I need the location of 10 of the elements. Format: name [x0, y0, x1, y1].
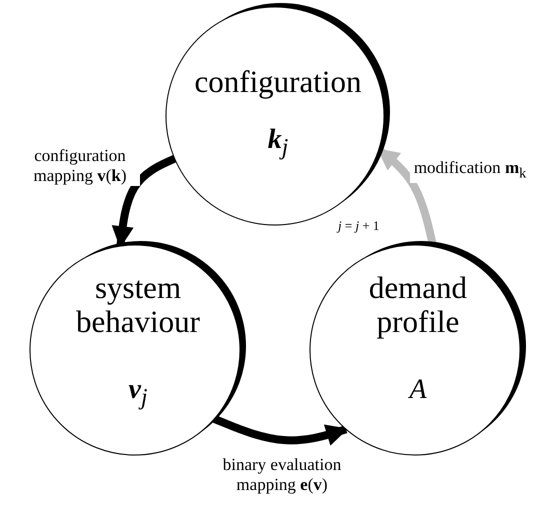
circle-node	[308, 239, 528, 457]
note-text: j = j + 1	[338, 218, 380, 234]
node-title: demand profile	[368, 271, 468, 339]
arrow	[212, 415, 348, 446]
math-symbol: k$_{j}$	[266, 123, 290, 163]
math-symbol: v$_{j}$	[128, 373, 148, 413]
node-title: configuration	[193, 65, 362, 99]
math-symbol: A	[407, 373, 428, 407]
circle-node	[28, 239, 248, 457]
node-title: system behaviour	[75, 271, 201, 339]
